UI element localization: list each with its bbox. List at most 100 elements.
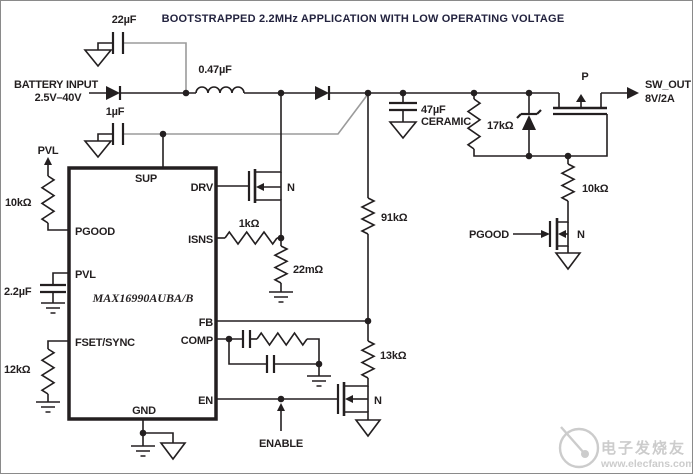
resistor-13k-label: 13kΩ <box>380 350 407 362</box>
swout-label-1: SW_OUT <box>645 79 691 91</box>
resistor-91k: 91kΩ <box>360 93 408 321</box>
pin-label-isns: ISNS <box>188 234 213 246</box>
arrow-right-icon <box>627 87 639 99</box>
pin-label-drv: DRV <box>191 182 214 194</box>
capacitor-icon <box>241 330 252 348</box>
pvl-rail-label: PVL <box>38 145 59 157</box>
capacitor-icon <box>40 283 66 294</box>
ic-ground <box>131 419 187 461</box>
resistor-1k-label: 1kΩ <box>239 218 260 230</box>
capacitor-47uf-label: 47µF <box>421 104 446 116</box>
diode-input-icon <box>106 86 122 100</box>
enable-input: ENABLE <box>216 398 338 450</box>
pin-label-pgood: PGOOD <box>75 226 115 238</box>
capacitor-22uf: 22µF <box>83 14 137 68</box>
arrow-up-icon <box>44 157 52 165</box>
capacitor-1uf: 1µF <box>83 106 125 159</box>
watermark: 电子发烧友 www.elecfans.com <box>558 426 693 470</box>
capacitor-22uf-label: 22µF <box>112 14 137 26</box>
pin-label-fb: FB <box>199 317 214 329</box>
ground-triangle-icon <box>354 419 382 438</box>
resistor-1k: 1kΩ <box>216 218 281 246</box>
battery-label-1: BATTERY INPUT <box>14 79 98 91</box>
ground-triangle-icon <box>83 49 113 68</box>
resistor-icon <box>360 197 376 235</box>
resistor-icon <box>560 163 576 202</box>
pin-label-en: EN <box>198 395 213 407</box>
resistor-icon <box>466 98 482 150</box>
resistor-17k: 17kΩ <box>466 93 568 157</box>
resistor-icon <box>360 340 376 379</box>
ground-triangle-icon <box>554 252 582 271</box>
pin-label-comp: COMP <box>181 335 213 347</box>
capacitor-47uf: 47µF CERAMIC <box>388 93 471 140</box>
nmos-enable-label: N <box>374 395 382 407</box>
wire-pmos-gate <box>568 114 608 157</box>
nmos-main-fet: N <box>216 93 295 238</box>
nmos-pgood-label: N <box>577 229 585 241</box>
resistor-icon <box>273 245 289 284</box>
pin-label-sup: SUP <box>135 173 157 185</box>
nmos-main-label: N <box>287 182 295 194</box>
junction-dots <box>139 89 572 437</box>
resistor-22m: 22mΩ <box>269 238 324 303</box>
arrow-up-icon <box>277 403 285 411</box>
battery-label-2: 2.5V–40V <box>35 92 83 104</box>
ground-triangle-icon <box>83 140 113 159</box>
resistor-10k-gate-label: 10kΩ <box>582 183 609 195</box>
resistor-91k-label: 91kΩ <box>381 212 408 224</box>
capacitor-icon <box>265 355 276 373</box>
resistor-17k-label: 17kΩ <box>487 120 514 132</box>
pin-label-gnd: GND <box>132 405 156 417</box>
inductor-icon <box>195 86 245 94</box>
enable-label: ENABLE <box>259 438 303 450</box>
pvl-rail: PVL 10kΩ <box>5 145 69 231</box>
wire-bootstrap-cap <box>123 42 187 91</box>
inductor: 0.47µF <box>195 64 245 94</box>
zener-diode-icon <box>516 93 542 156</box>
pmos-output-fet: P <box>553 71 608 157</box>
ground-bar-icon <box>269 291 293 303</box>
resistor-icon <box>40 175 56 224</box>
resistor-icon <box>224 230 278 246</box>
ground-triangle-icon <box>159 442 187 461</box>
swout-label-2: 8V/2A <box>645 93 675 105</box>
ic-part-number: MAX16990AUBA/B <box>92 291 194 305</box>
pgood-signal-label: PGOOD <box>469 229 509 241</box>
pin-label-fset-sync: FSET/SYNC <box>75 337 135 349</box>
inductor-label: 0.47µF <box>198 64 232 76</box>
resistor-icon <box>256 331 308 347</box>
capacitor-2u2: 2.2µF <box>4 272 69 314</box>
watermark-logo-icon <box>558 427 600 469</box>
ic-max16990-body <box>67 166 218 421</box>
resistor-12k: 12kΩ <box>4 340 69 413</box>
comp-network <box>216 330 331 387</box>
battery-input: BATTERY INPUT 2.5V–40V <box>14 79 106 104</box>
nmos-pgood-fet: N PGOOD <box>469 214 585 271</box>
watermark-site: www.elecfans.com <box>600 458 693 470</box>
resistor-10k-gate: 10kΩ <box>560 156 609 214</box>
capacitor-2u2-label: 2.2µF <box>4 286 32 298</box>
capacitor-1uf-label: 1µF <box>106 106 125 118</box>
resistor-22m-label: 22mΩ <box>293 264 323 276</box>
capacitor-47uf-type: CERAMIC <box>421 116 471 128</box>
schematic-title: BOOTSTRAPPED 2.2MHz APPLICATION WITH LOW… <box>162 13 565 25</box>
ground-bar-icon <box>307 375 331 387</box>
diode-rectifier-icon <box>315 86 331 100</box>
pmos-label: P <box>581 71 588 83</box>
ic-max16990: SUP DRV ISNS FB COMP EN GND PGOOD PVL FS… <box>75 173 214 417</box>
watermark-name: 电子发烧友 <box>601 439 686 457</box>
ground-bar-icon <box>131 445 155 457</box>
ground-bar-icon <box>41 302 65 314</box>
pin-label-pvl: PVL <box>75 269 96 281</box>
sw-out: SW_OUT 8V/2A <box>601 79 692 105</box>
nmos-enable-fet: N <box>336 378 382 438</box>
resistor-12k-label: 12kΩ <box>4 364 31 376</box>
ground-bar-icon <box>36 401 60 413</box>
resistor-10k-pullup-label: 10kΩ <box>5 197 32 209</box>
arrow-right-icon <box>541 230 550 238</box>
ground-triangle-icon <box>388 121 418 140</box>
resistor-icon <box>40 348 56 395</box>
